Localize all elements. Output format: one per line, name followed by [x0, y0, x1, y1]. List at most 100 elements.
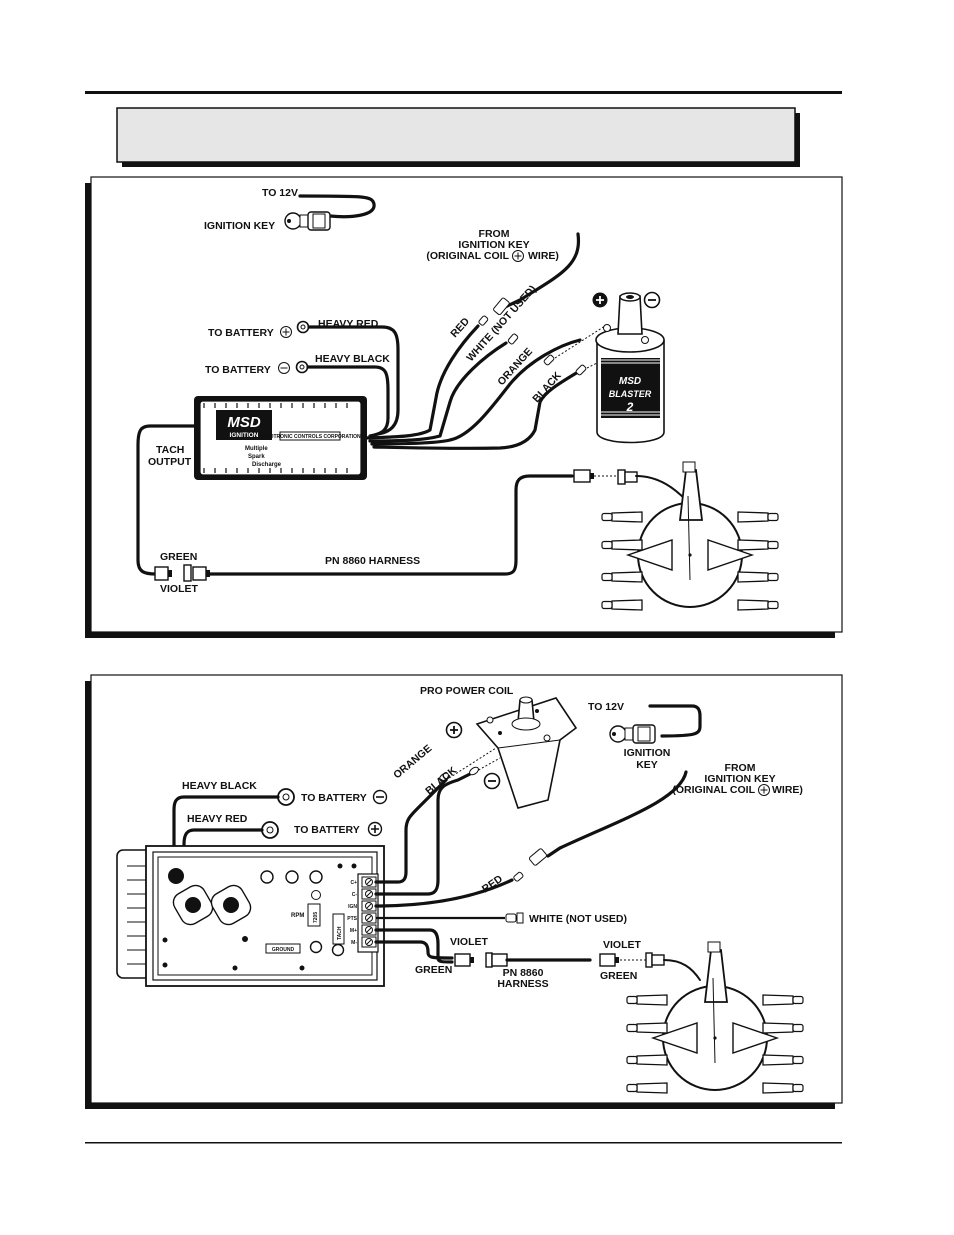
label-white-bottom: WHITE (NOT USED) [529, 913, 627, 925]
box-desc-2: Spark [248, 454, 265, 460]
coil-plus-icon [592, 292, 608, 308]
battery-negative-lug [295, 360, 390, 438]
label-to-12v: TO 12V [262, 187, 298, 199]
battery-negative-lug-bottom [172, 788, 295, 880]
box-tach: TACH [337, 926, 343, 940]
label-from-3b: WIRE) [528, 250, 559, 262]
pro-power-coil [475, 696, 578, 809]
box-plate: AUTOTRONIC CONTROLS CORPORATION [259, 434, 361, 440]
plus-icon-battery [280, 326, 292, 338]
label-from-2: IGNITION KEY [458, 239, 529, 251]
label-from-2-bottom: IGNITION KEY [704, 773, 775, 785]
coil-plus-icon-bottom [445, 721, 463, 739]
label-tach-2: OUTPUT [148, 456, 192, 468]
label-violet-1: VIOLET [450, 936, 489, 948]
connector-white-bottom [505, 912, 524, 924]
label-from-1-bottom: FROM [725, 762, 756, 774]
plug-towers-top [601, 511, 779, 611]
plug-tower [762, 1022, 804, 1034]
label-green-2: GREEN [600, 970, 637, 982]
terminal-mneg: M- [351, 936, 377, 948]
label-from-3a: (ORIGINAL COIL [426, 250, 509, 262]
label-heavy-black-bottom: HEAVY BLACK [182, 780, 257, 792]
coil-brand: MSD [619, 376, 641, 387]
footer-rule [85, 1142, 842, 1144]
label-to-12v-bottom: TO 12V [588, 701, 624, 713]
box-rpm: RPM [291, 913, 304, 919]
coil-minus-icon-bottom [483, 772, 501, 790]
plug-tower [626, 1082, 668, 1094]
coil-name: BLASTER [609, 389, 652, 399]
plug-tower [737, 511, 779, 523]
plug-tower [601, 599, 643, 611]
connector-orange [543, 354, 555, 366]
plug-tower [737, 539, 779, 551]
terminal-label: M+ [350, 928, 357, 934]
battery-positive-lug-bottom [182, 821, 279, 880]
msd-ignition-box: MSD IGNITION AUTOTRONIC CONTROLS CORPORA… [194, 396, 367, 480]
label-to-battery-pos-bottom: TO BATTERY [294, 824, 360, 836]
terminal-label: IGN [348, 904, 357, 910]
label-to-battery-neg-bottom: TO BATTERY [301, 792, 367, 804]
plug-tower [626, 1054, 668, 1066]
plug-tower [762, 994, 804, 1006]
label-from-3b-bottom: WIRE) [772, 784, 803, 796]
label-pro-power-coil: PRO POWER COIL [420, 685, 514, 697]
tach-connector-bottom [454, 952, 665, 968]
connector-red-bottom [513, 848, 548, 882]
plug-tower [737, 599, 779, 611]
plus-icon [512, 250, 524, 262]
plug-tower [762, 1082, 804, 1094]
terminal-label: M- [351, 940, 357, 946]
header-rule [85, 91, 842, 94]
plug-tower [601, 539, 643, 551]
ignition-key-icon [284, 194, 376, 231]
label-to-battery-neg: TO BATTERY [205, 364, 271, 376]
label-tach-1: TACH [156, 444, 184, 456]
minus-icon-battery-bottom [372, 789, 388, 805]
plug-tower [762, 1054, 804, 1066]
terminal-pts: PTS [347, 912, 377, 924]
plug-tower [601, 511, 643, 523]
plus-icon-bottom-key [758, 784, 770, 796]
plug-tower [737, 571, 779, 583]
distributor-cap-top [601, 461, 779, 611]
label-ignition-2: KEY [636, 759, 658, 771]
diagram-bottom: PRO POWER COIL TO 12V IGNITION KEY FROM … [85, 674, 843, 1109]
distributor-cap-bottom [626, 941, 804, 1094]
title-banner [116, 107, 800, 167]
harness-connector-top [573, 469, 638, 485]
label-ignition-1: IGNITION [624, 747, 671, 759]
box-desc-3: Discharge [252, 462, 282, 468]
tach-connector [154, 564, 210, 582]
terminal-ign: IGN [348, 900, 377, 912]
label-from-1: FROM [479, 228, 510, 240]
diagram-top: TO 12V IGNITION KEY FROM IGNITION KEY (O… [85, 176, 843, 638]
terminal-label: C+ [350, 880, 357, 886]
plug-tower [626, 1022, 668, 1034]
label-violet: VIOLET [160, 583, 199, 595]
connector-red [478, 297, 510, 326]
coil-num: 2 [626, 400, 634, 414]
label-violet-2: VIOLET [603, 939, 642, 951]
terminal-lugs-coil [439, 766, 479, 782]
label-heavy-red-bottom: HEAVY RED [187, 813, 248, 825]
box-desc-1: Multiple [245, 446, 268, 452]
label-heavy-black: HEAVY BLACK [315, 353, 390, 365]
battery-positive-lug [296, 320, 400, 436]
label-green: GREEN [160, 551, 197, 563]
plug-tower [601, 571, 643, 583]
box-brand: MSD [227, 414, 261, 431]
label-ignition-key: IGNITION KEY [204, 220, 275, 232]
label-heavy-red: HEAVY RED [318, 318, 379, 330]
plug-towers-bottom [626, 994, 804, 1094]
label-from-3a-bottom: (ORIGINAL COIL [672, 784, 755, 796]
ignition-key-icon-bottom [609, 704, 702, 744]
label-to-battery-pos: TO BATTERY [208, 327, 274, 339]
box-sub: IGNITION [230, 432, 259, 439]
label-harness: PN 8860 HARNESS [325, 555, 420, 567]
connector-white [507, 333, 519, 345]
blaster-coil: MSD BLASTER 2 [595, 292, 665, 444]
